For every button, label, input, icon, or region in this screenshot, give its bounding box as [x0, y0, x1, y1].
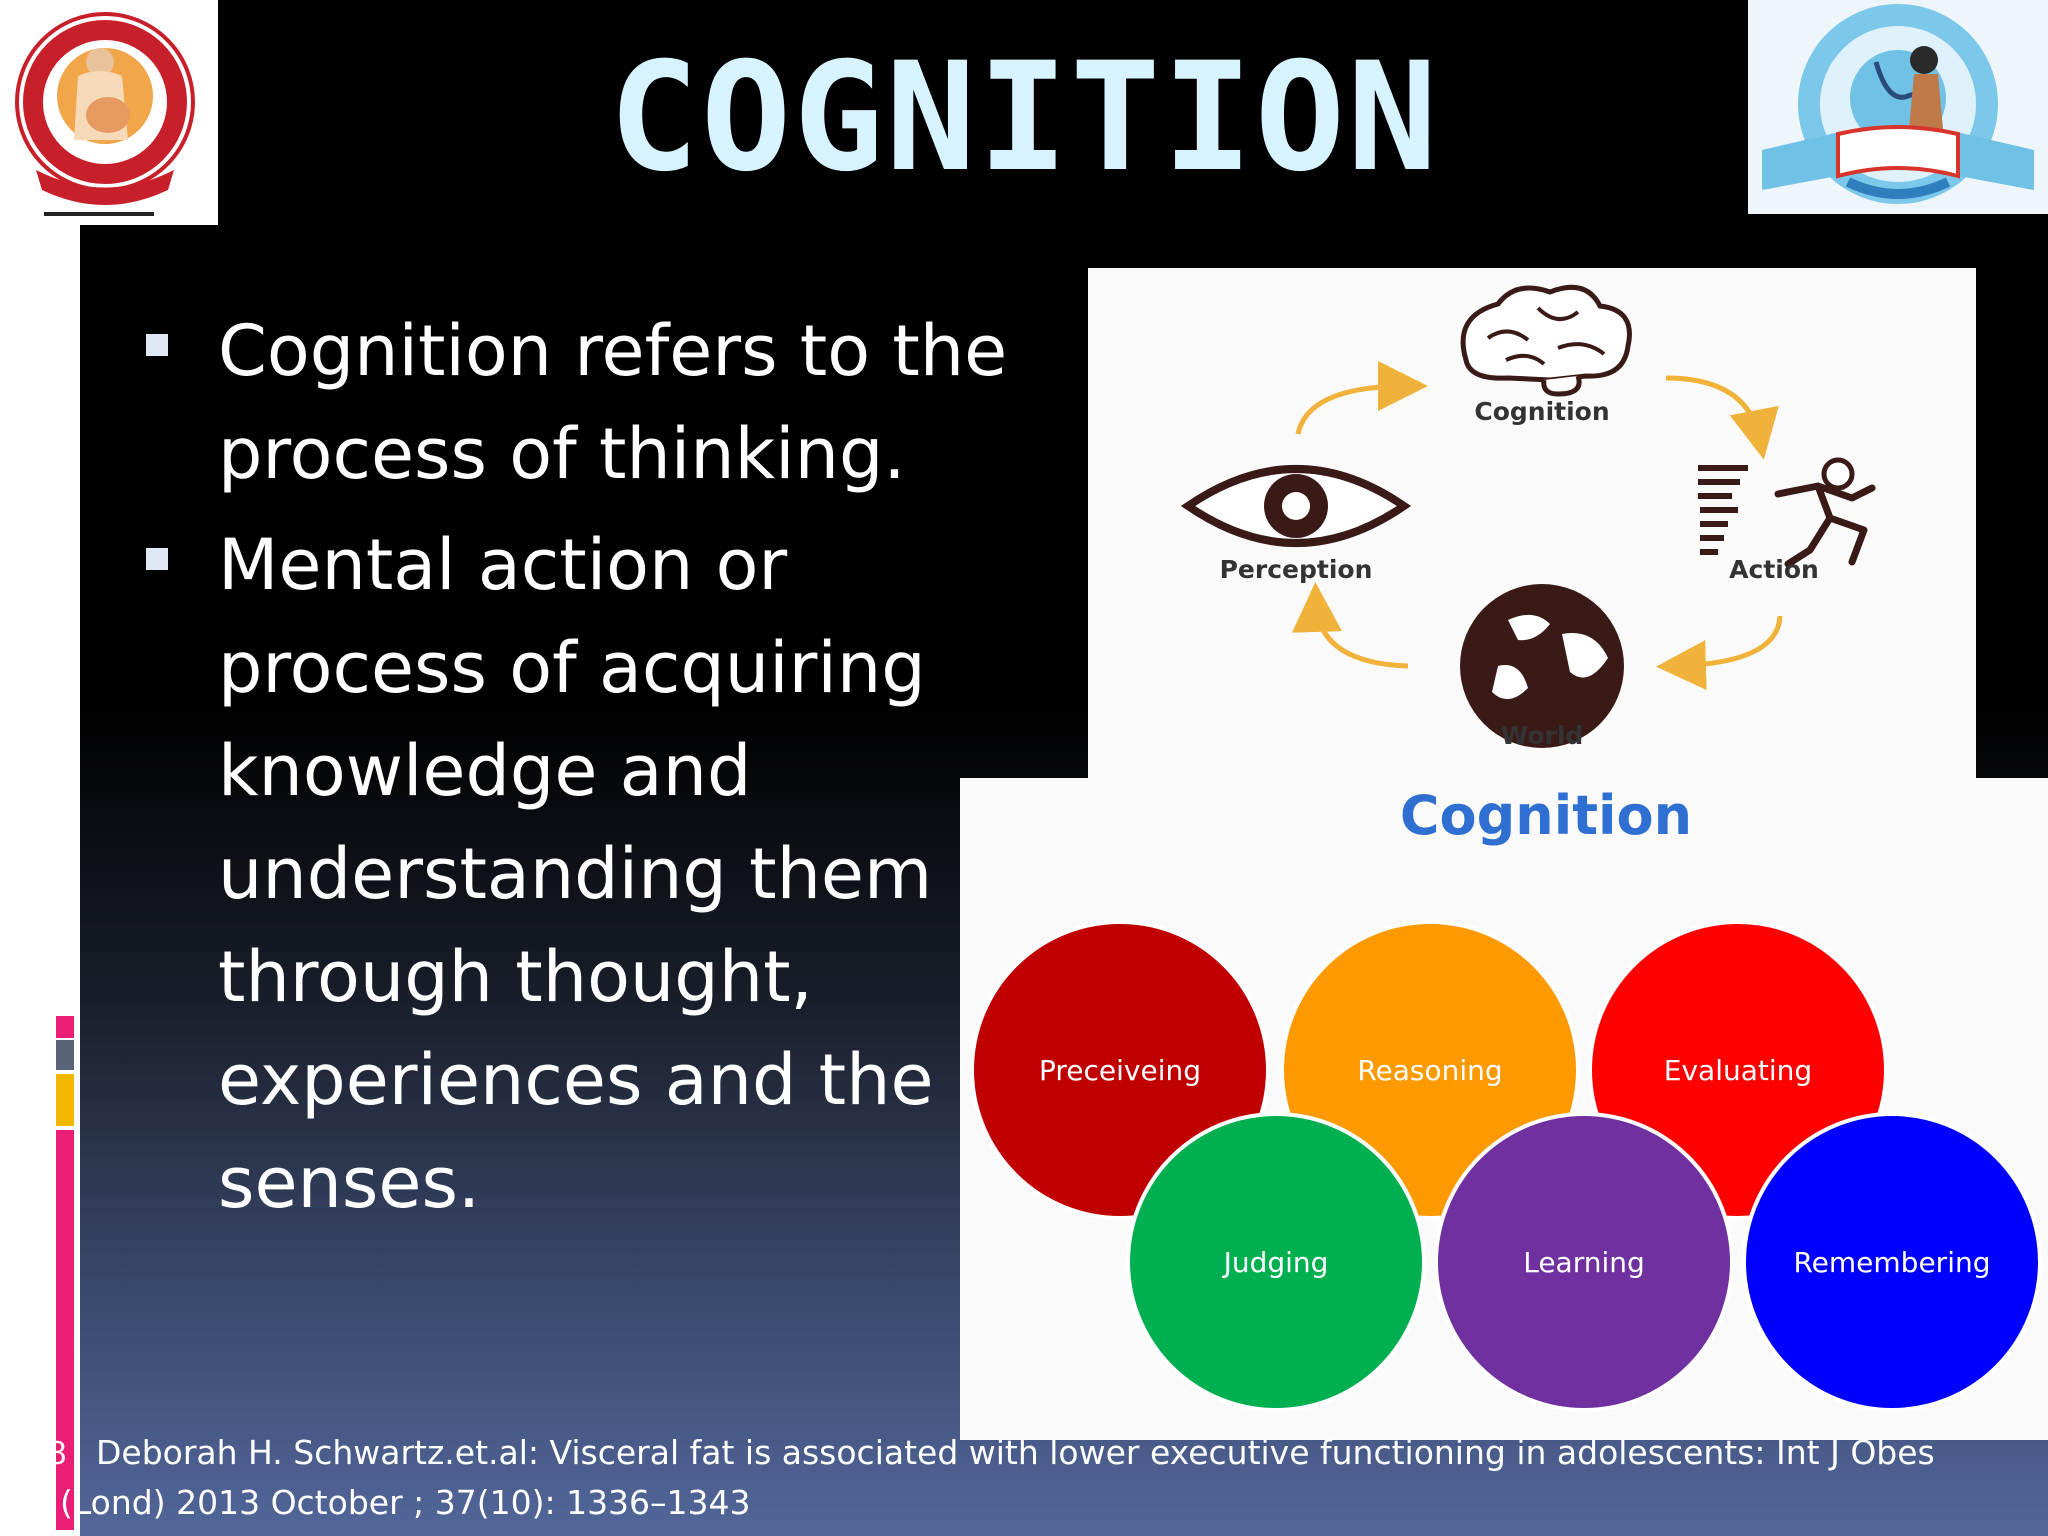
physiotherapy-college-logo [1748, 0, 2048, 214]
venn-circle-learning [1434, 1112, 1734, 1412]
maharishi-markandeshwar-logo [0, 0, 218, 225]
footer-citation: Deborah H. Schwartz.et.al: Visceral fat … [60, 1428, 2040, 1528]
accent-bar-pink [56, 1016, 74, 1038]
venn-label: Preceiveing [1039, 1054, 1201, 1087]
bullet-square-icon [146, 548, 168, 570]
bullet-list: Cognition refers to the process of think… [140, 300, 1040, 1243]
cycle-label-perception: Perception [1220, 555, 1373, 584]
cycle-arrow [1292, 582, 1409, 669]
running-person-icon [1698, 457, 1876, 568]
cycle-label-world: World [1501, 721, 1584, 750]
cycle-label-cognition: Cognition [1474, 397, 1609, 426]
venn-circle-remembering [1742, 1112, 2042, 1412]
venn-label: Judging [1222, 1246, 1329, 1279]
eye-icon [1180, 465, 1412, 547]
bullet-text: Mental action or process of acquiring kn… [218, 524, 934, 1224]
bullet-square-icon [146, 334, 168, 356]
accent-bar-yellow [56, 1074, 74, 1126]
accent-bar-gray [56, 1040, 74, 1070]
cycle-arrow [1295, 361, 1428, 435]
cycle-arrow [1665, 375, 1779, 460]
venn-label: Reasoning [1357, 1054, 1502, 1087]
venn-label: Remembering [1793, 1246, 1990, 1279]
cycle-diagram: Cognition Action World Perception [1088, 268, 1976, 778]
bullet-item: Mental action or process of acquiring kn… [140, 514, 1040, 1235]
slide-title: COGNITION [608, 31, 1440, 205]
globe-icon [1460, 584, 1624, 748]
venn-diagram: Cognition Preceiveing Reasoning Evaluati… [960, 778, 2048, 1440]
venn-label: Learning [1523, 1246, 1645, 1279]
citation-text: Deborah H. Schwartz.et.al: Visceral fat … [60, 1433, 1935, 1522]
brain-icon [1460, 284, 1632, 397]
accent-bar-pink-long [56, 1130, 74, 1530]
venn-title: Cognition [1400, 784, 1692, 847]
bullet-text: Cognition refers to the process of think… [218, 310, 1008, 495]
cycle-arrow [1656, 615, 1783, 691]
venn-circle-judging [1126, 1112, 1426, 1412]
slide-number: 8 [48, 1434, 67, 1471]
venn-label: Evaluating [1664, 1054, 1812, 1087]
cycle-label-action: Action [1729, 555, 1819, 584]
bullet-item: Cognition refers to the process of think… [140, 300, 1040, 506]
